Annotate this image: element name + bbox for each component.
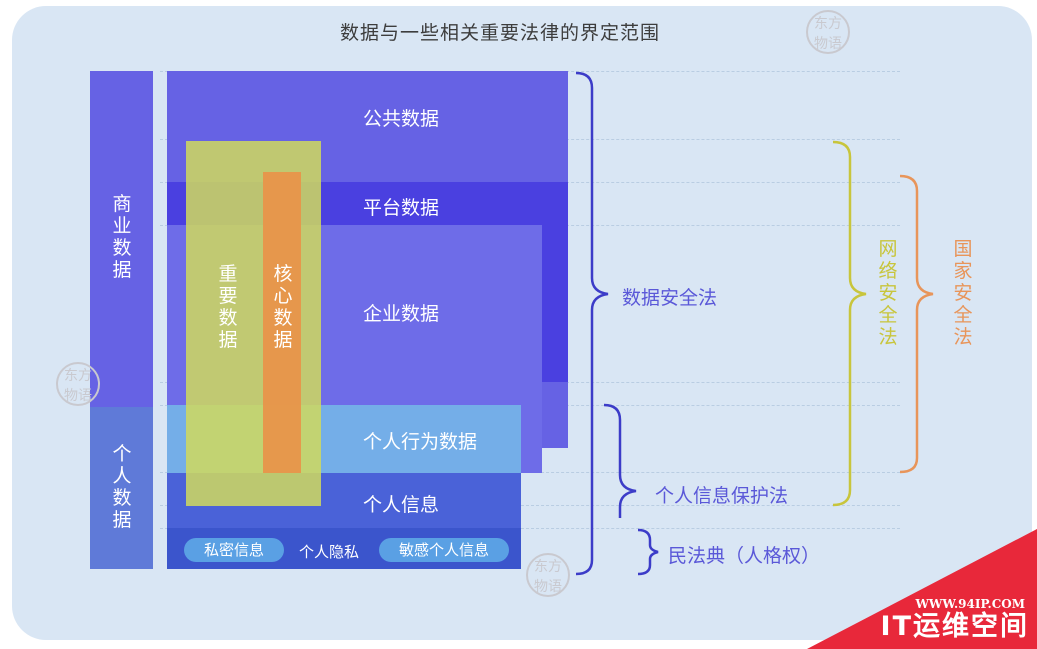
personal-data-column <box>90 407 153 569</box>
civil-code-brace <box>637 528 659 576</box>
personal-data-label: 个人数据 <box>112 443 132 531</box>
cybersecurity-brace <box>832 140 867 507</box>
enterprise-data-label: 企业数据 <box>363 303 440 325</box>
civil-code-label: 民法典（人格权） <box>668 545 821 567</box>
seal-watermark: 东方 物语 <box>56 362 100 406</box>
personal-info-label: 个人信息 <box>363 494 440 516</box>
watermark-brand: IT运维空间 <box>880 611 1029 642</box>
personal-privacy-label: 个人隐私 <box>299 543 360 561</box>
pipl-label: 个人信息保护法 <box>655 485 789 507</box>
watermark-url: WWW.94IP.COM <box>915 597 1025 611</box>
seal-watermark: 东方 物语 <box>806 10 850 54</box>
public-data-label: 公共数据 <box>363 108 440 130</box>
sensitive-info-pill: 敏感个人信息 <box>379 538 509 562</box>
commercial-data-column <box>90 71 153 407</box>
important-data-label: 重要数据 <box>218 263 238 351</box>
seal-watermark: 东方 物语 <box>526 553 570 597</box>
diagram-title: 数据与一些相关重要法律的界定范围 <box>339 22 660 44</box>
platform-data-label: 平台数据 <box>363 197 440 219</box>
core-data-label: 核心数据 <box>273 263 293 351</box>
guide-line <box>160 528 900 529</box>
national-security-brace <box>899 174 934 474</box>
data-security-brace <box>575 71 609 576</box>
commercial-data-label: 商业数据 <box>112 193 132 281</box>
behavior-data-label: 个人行为数据 <box>363 431 478 453</box>
secret-info-pill: 私密信息 <box>184 538 284 562</box>
guide-line <box>160 505 900 506</box>
cybersecurity-law-label: 网络安全法 <box>878 238 898 348</box>
pipl-brace <box>603 403 637 518</box>
brand-watermark <box>807 529 1037 649</box>
national-security-law-label: 国家安全法 <box>953 238 973 348</box>
core-data-block <box>263 172 301 473</box>
data-security-law-label: 数据安全法 <box>622 287 718 309</box>
